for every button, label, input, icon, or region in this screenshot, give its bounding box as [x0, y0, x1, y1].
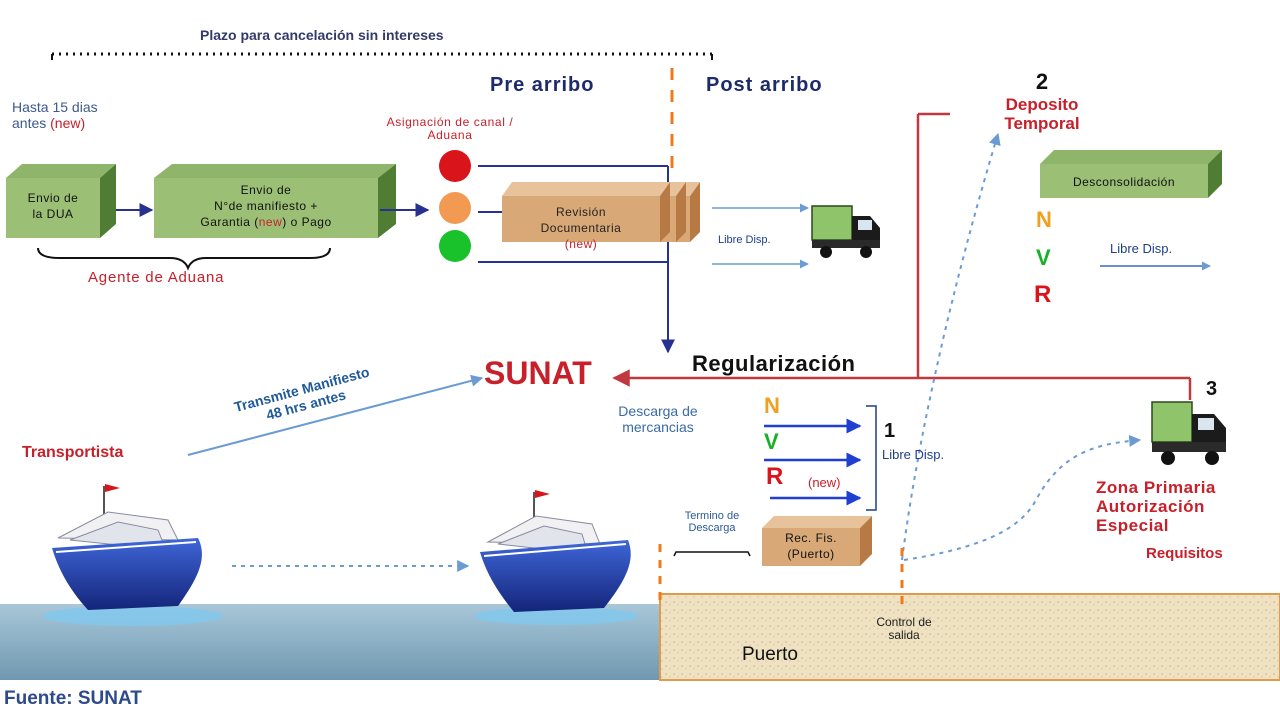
- desconsolidacion-label: Desconsolidación: [1072, 175, 1176, 189]
- manifest-line1: Envio de: [240, 183, 292, 197]
- dua-box: [6, 164, 116, 238]
- revision-box: [502, 182, 700, 242]
- recfis-line2: (Puerto): [787, 547, 835, 562]
- ship-right-icon: [474, 490, 638, 625]
- control-line2: salida: [888, 628, 920, 643]
- manifest-line3b: ) o Pago: [282, 215, 332, 230]
- dotted-flow-paths: [232, 132, 1142, 572]
- fuente-label: Fuente: SUNAT: [4, 688, 142, 709]
- green-channel-light: [439, 230, 471, 262]
- regularizacion-arrow: [612, 369, 1192, 400]
- agente-brace: [37, 247, 331, 271]
- deposito-number: 2: [1035, 69, 1049, 94]
- ship-left-icon: [43, 484, 223, 626]
- hasta-label: Hasta 15 dias antes (new): [12, 99, 98, 131]
- deposito-label: 2 Deposito Temporal: [980, 69, 1104, 133]
- zona-number: 3: [1206, 378, 1218, 400]
- manifest-box: [154, 164, 396, 238]
- desconsolidacion-box: [1040, 150, 1222, 198]
- hasta-new: (new): [50, 114, 86, 131]
- descarga-line1: Descarga de: [618, 403, 698, 419]
- dua-line2: la DUA: [32, 207, 74, 222]
- phase-pre-label: Pre arribo: [490, 74, 595, 96]
- termino-bracket: [673, 551, 751, 557]
- zona-label: Zona Primaria Autorización Especial: [1096, 478, 1272, 535]
- deposito-line2: Temporal: [1004, 113, 1080, 133]
- libre-disp-bracket: [866, 405, 877, 511]
- nvr-mid-v: V: [764, 429, 779, 454]
- canal-line1: Asignación de canal /: [386, 115, 514, 129]
- port-ground: [659, 593, 1280, 681]
- hasta-line1: Hasta 15 dias: [12, 99, 98, 115]
- libre-disp-pre-label: Libre Disp.: [718, 234, 771, 246]
- red-channel-light: [439, 150, 471, 182]
- phase-post-label: Post arribo: [706, 74, 823, 96]
- deposito-line1: Deposito: [1005, 94, 1079, 114]
- manifest-new: new: [258, 215, 283, 230]
- revision-label: Revisión Documentaria (new): [502, 204, 660, 253]
- dua-line1: Envio de: [27, 191, 79, 205]
- recfis-box: [762, 516, 872, 566]
- agente-label: Agente de Aduana: [88, 269, 225, 286]
- nvr-mid-r: R: [766, 463, 784, 490]
- termino-line2: Descarga: [688, 522, 736, 535]
- zona-line1: Zona Primaria: [1096, 478, 1216, 497]
- revision-new: (new): [564, 237, 598, 252]
- truck-zona-icon: [1151, 401, 1226, 465]
- canal-line2: Aduana: [427, 128, 473, 143]
- revision-line1: Revisión: [555, 205, 607, 219]
- regularizacion-label: Regularización: [692, 351, 856, 376]
- canal-label: Asignación de canal / Aduana: [352, 115, 548, 143]
- descarga-label: Descarga de mercancias: [596, 403, 720, 435]
- dua-box-label: Envio de la DUA: [6, 190, 100, 222]
- truck-icon: [811, 205, 880, 258]
- termino-line1: Termino de: [684, 510, 740, 522]
- timeline-label: Plazo para cancelación sin intereses: [200, 27, 444, 43]
- timeline-bracket: [51, 52, 713, 60]
- descarga-line2: mercancias: [622, 418, 694, 435]
- hasta-line2: antes: [12, 114, 47, 131]
- manifest-box-label: Envio de N°de manifiesto + Garantia (new…: [154, 182, 378, 231]
- termino-label: Termino de Descarga: [660, 510, 764, 535]
- nvr-mid-new: (new): [808, 475, 841, 490]
- control-label: Control de salida: [854, 615, 954, 643]
- manifest-line3a: Garantia (: [200, 215, 259, 230]
- zona-requisitos: Requisitos: [1146, 545, 1223, 562]
- recfis-line1: Rec. Fis.: [785, 531, 837, 545]
- orange-channel-light: [439, 192, 471, 224]
- recfis-label: Rec. Fis. (Puerto): [762, 530, 860, 562]
- manifest-line2: N°de manifiesto +: [214, 199, 318, 214]
- nvr-top-r: R: [1034, 281, 1052, 308]
- nvr-mid-arrows: [764, 418, 862, 506]
- zona-line3: Especial: [1096, 516, 1169, 536]
- deposito-path: [916, 112, 950, 378]
- nvr-top-v: V: [1036, 245, 1051, 270]
- puerto-label: Puerto: [742, 644, 798, 665]
- libre-disp-1-number: 1: [884, 420, 896, 442]
- control-line1: Control de: [876, 615, 932, 629]
- revision-line2: Documentaria: [540, 221, 622, 236]
- arrow-transmite: [187, 374, 484, 456]
- libre-disp-1-label: Libre Disp.: [882, 447, 945, 462]
- transportista-label: Transportista: [22, 444, 124, 461]
- libre-disp-dep-label: Libre Disp.: [1110, 241, 1173, 256]
- nvr-top-n: N: [1036, 207, 1052, 232]
- zona-line2: Autorización: [1096, 497, 1205, 517]
- sunat-label: SUNAT: [484, 355, 592, 391]
- nvr-mid-n: N: [764, 393, 780, 418]
